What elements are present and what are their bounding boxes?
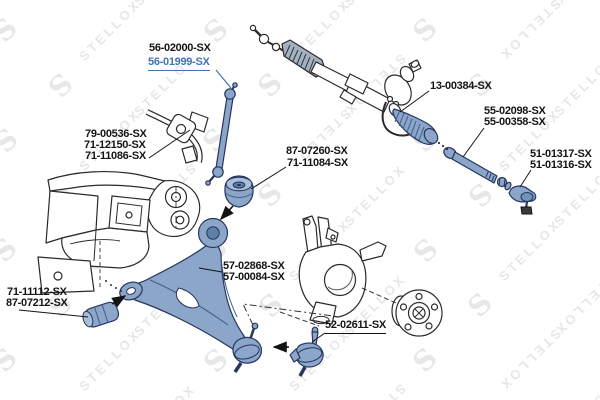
front-bushing[interactable] [81, 300, 121, 329]
part-label-13-00384-sx: 13-00384-SX [430, 80, 492, 92]
arrow-bushing-to-arm [219, 205, 234, 221]
leader-52-02611 [311, 332, 326, 343]
leader-56-01999 [215, 69, 232, 89]
wheel-hub [391, 289, 443, 337]
leader-lines [18, 69, 532, 343]
part-label-55-00358-sx: 55-00358-SX [484, 116, 546, 128]
part-label-71-11112-sx: 71-11112-SX [7, 286, 67, 298]
leader-71-11112 [18, 309, 89, 318]
tie-rod-end[interactable] [496, 176, 537, 215]
stabilizer-end-flange [181, 145, 198, 164]
part-label-51-01317-sx: 51-01317-SX [530, 148, 592, 160]
assembly-lines [99, 141, 449, 327]
steering-rack [249, 24, 422, 137]
control-arm-ball-joint [232, 322, 263, 373]
part-label-87-07212-sx: 87-07212-SX [6, 297, 68, 309]
arrow-front-bushing [111, 295, 127, 308]
rack-bracket [344, 73, 369, 95]
rack-tie-rod-tip [258, 33, 270, 45]
stabilizer-bar [145, 109, 209, 164]
leader-13-00384 [399, 90, 430, 113]
mounting-arrows [111, 205, 289, 353]
control-arm[interactable] [117, 217, 263, 373]
steering-boot[interactable] [392, 108, 441, 146]
leader-55-02098 [462, 127, 485, 158]
part-label-79-00536-sx: 79-00536-SX [85, 128, 147, 140]
part-label-55-02098-sx: 55-02098-SX [484, 105, 546, 117]
part-label-71-12150-sx: 71-12150-SX [84, 139, 146, 151]
tie-rod-end-nut [520, 206, 533, 215]
part-label-87-07260-sx: 87-07260-SX [286, 145, 348, 157]
stabilizer-link[interactable] [205, 82, 238, 186]
part-label-71-11086-sx: 71-11086-SX [85, 150, 146, 162]
part-label-51-01316-sx: 51-01316-SX [530, 159, 592, 171]
part-label-57-00084-sx: 57-00084-SX [223, 271, 285, 283]
ball-joint[interactable] [289, 326, 324, 377]
leader-51-01317 [519, 169, 532, 188]
inner-tie-rod[interactable] [442, 145, 498, 184]
leader-79-00536 [148, 129, 191, 159]
steering-knuckle [298, 215, 387, 325]
subframe [37, 170, 201, 294]
part-label-57-02868-sx: 57-02868-SX [223, 260, 285, 272]
rear-bushing[interactable] [224, 175, 254, 208]
part-label-56-02000-sx: 56-02000-SX [149, 42, 211, 54]
stabilizer-bushing [166, 113, 197, 144]
part-label-71-11084-sx: 71-11084-SX [287, 157, 348, 169]
part-label-52-02611-sx[interactable]: 52-02611-SX [325, 319, 386, 334]
leader-57-02868 [198, 267, 223, 273]
part-label-56-01999-sx[interactable]: 56-01999-SX [148, 56, 210, 71]
leader-87-07260 [250, 166, 287, 190]
